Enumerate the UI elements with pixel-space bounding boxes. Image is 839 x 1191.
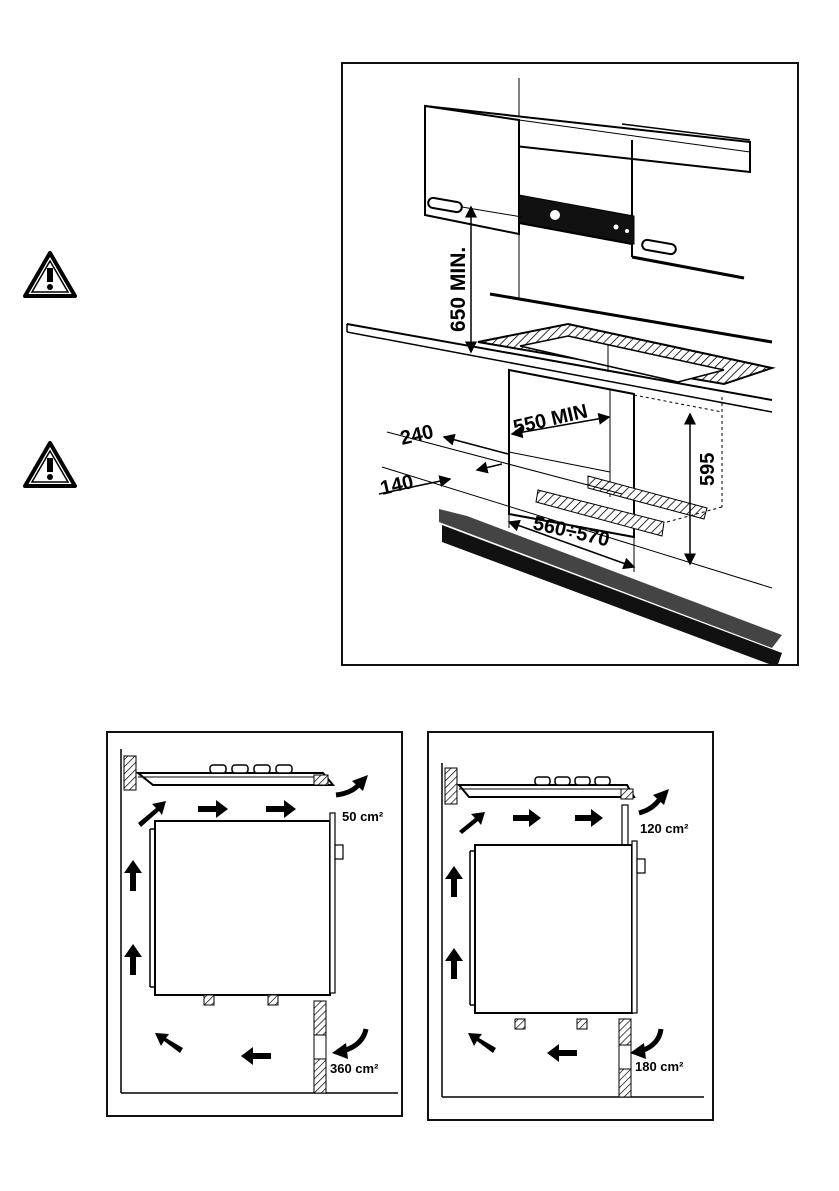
installation-diagram: 650 MIN. 550 MIN 240 140 — [341, 62, 799, 667]
warning-triangle-icon — [23, 441, 77, 488]
warning-triangle-icon — [23, 251, 77, 298]
ventilation-drawing-right: 120 cm² 180 cm² — [441, 763, 704, 1098]
airflow-arrow-icon — [352, 775, 368, 791]
airflow-arrow-icon — [124, 860, 142, 891]
airflow-arrow-icon — [241, 1047, 271, 1065]
airflow-arrow-icon — [445, 948, 463, 979]
vent-area-bottom-right: 180 cm² — [635, 1059, 684, 1074]
airflow-arrow-icon — [124, 944, 142, 975]
airflow-arrow-icon — [468, 1033, 496, 1053]
dim-label-595: 595 — [697, 453, 719, 486]
installation-drawing: 650 MIN. 550 MIN 240 140 — [346, 78, 782, 667]
dim-label-140: 140 — [378, 471, 415, 500]
airflow-arrow-icon — [332, 1043, 348, 1059]
vent-area-top-right: 120 cm² — [640, 821, 689, 836]
airflow-arrow-icon — [266, 800, 296, 818]
vent-area-bottom-left: 360 cm² — [330, 1061, 379, 1076]
ventilation-drawing-left: 50 cm² 360 cm² — [120, 749, 398, 1094]
airflow-arrow-icon — [630, 1043, 646, 1059]
dim-label-240: 240 — [398, 421, 435, 450]
ventilation-diagram-right: 120 cm² 180 cm² — [427, 731, 714, 1121]
airflow-arrow-icon — [138, 801, 166, 827]
vent-area-top-left: 50 cm² — [342, 809, 384, 824]
airflow-arrow-icon — [445, 866, 463, 897]
airflow-arrow-icon — [575, 809, 603, 827]
airflow-arrow-icon — [547, 1044, 577, 1062]
airflow-arrow-icon — [459, 812, 485, 834]
airflow-arrow-icon — [653, 789, 669, 805]
dim-label-650-min: 650 MIN. — [447, 247, 470, 332]
airflow-arrow-icon — [155, 1033, 183, 1053]
airflow-arrow-icon — [198, 800, 228, 818]
ventilation-diagram-left: 50 cm² 360 cm² — [106, 731, 403, 1117]
airflow-arrow-icon — [513, 809, 541, 827]
